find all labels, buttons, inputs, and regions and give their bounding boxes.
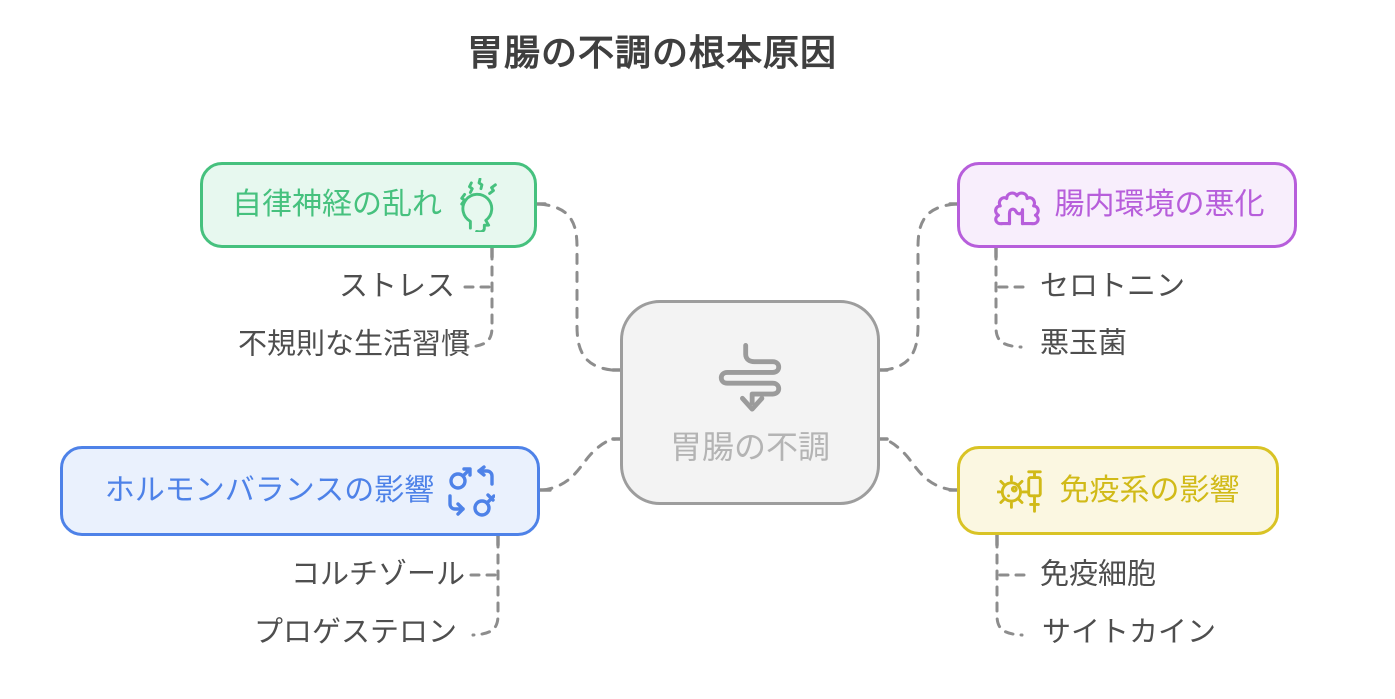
center-node-label: 胃腸の不調 bbox=[669, 429, 830, 465]
sub-item-serotonin[interactable]: セロトニン bbox=[1040, 270, 1186, 303]
child-connectors bbox=[462, 249, 1027, 637]
branch-autonomic-label: 自律神経の乱れ bbox=[232, 188, 442, 221]
connector-gut-children bbox=[994, 249, 1023, 349]
branch-autonomic-nerves[interactable]: 自律神経の乱れ bbox=[200, 162, 537, 248]
digestive-tract-arrow-icon bbox=[709, 342, 791, 418]
sub-item-irregular-lifestyle[interactable]: 不規則な生活習慣 bbox=[237, 328, 470, 361]
sub-item-immune-cells[interactable]: 免疫細胞 bbox=[1040, 558, 1157, 591]
connector-hormone-center bbox=[541, 437, 618, 492]
connector-autonomic-center bbox=[538, 202, 614, 372]
connector-immune-center bbox=[880, 437, 955, 492]
branch-hormone-label: ホルモンバランスの影響 bbox=[104, 474, 435, 507]
branch-to-center-connectors bbox=[538, 202, 957, 492]
connector-immune-children bbox=[995, 537, 1024, 637]
virus-syringe-icon bbox=[996, 466, 1047, 516]
sub-item-progesterone[interactable]: プロゲステロン bbox=[253, 616, 457, 649]
center-node[interactable]: 胃腸の不調 bbox=[620, 300, 880, 505]
intestine-icon bbox=[990, 182, 1042, 228]
connector-autonomic-children bbox=[465, 249, 494, 349]
branch-hormone-balance[interactable]: ホルモンバランスの影響 bbox=[60, 446, 540, 536]
sub-item-stress[interactable]: ストレス bbox=[338, 270, 455, 303]
diagram-title: 胃腸の不調の根本原因 bbox=[466, 32, 838, 73]
branch-gut-label: 腸内環境の悪化 bbox=[1054, 188, 1265, 221]
stressed-head-icon bbox=[455, 178, 505, 232]
connector-hormone-children bbox=[471, 537, 500, 637]
connector-gut-center bbox=[882, 202, 957, 372]
sub-item-cytokines[interactable]: サイトカイン bbox=[1042, 616, 1217, 649]
sub-item-bad-bacteria[interactable]: 悪玉菌 bbox=[1040, 327, 1128, 360]
branch-gut-environment[interactable]: 腸内環境の悪化 bbox=[957, 162, 1297, 248]
hormone-cycle-icon bbox=[447, 465, 496, 517]
branch-immune-label: 免疫系の影響 bbox=[1059, 473, 1240, 507]
sub-item-cortisol[interactable]: コルチゾール bbox=[290, 558, 465, 591]
branch-immune-system[interactable]: 免疫系の影響 bbox=[957, 446, 1279, 535]
